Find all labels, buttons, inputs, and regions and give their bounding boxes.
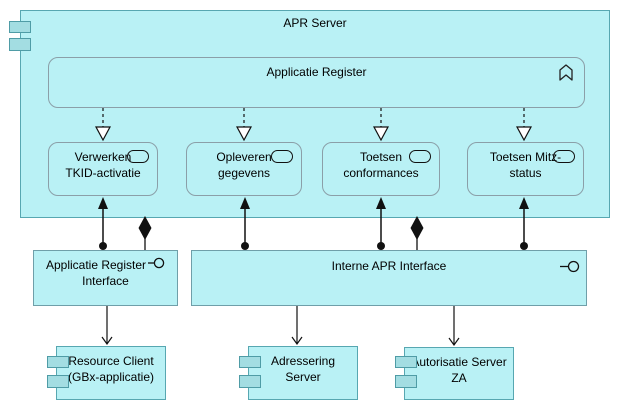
service-label-line2: conformances [343, 166, 419, 180]
serving-arrow[interactable] [291, 306, 303, 346]
node-service-opleveren-gegevens[interactable]: Opleveren gegevens [186, 142, 302, 196]
service-label-line2: status [509, 166, 542, 180]
node-applicatie-register-interface[interactable]: Applicatie Register Interface [33, 250, 178, 306]
component-label-line1: Autorisatie Server [411, 355, 507, 369]
component-label-line1: Adressering [270, 354, 336, 368]
application-service-icon [409, 150, 431, 163]
serving-arrow[interactable] [101, 306, 113, 346]
node-service-toetsen-conformances[interactable]: Toetsen conformances [322, 142, 440, 196]
applicatie-register-label: Applicatie Register [266, 65, 367, 79]
interface-icon [148, 257, 165, 273]
interface-label-line2: Interface [82, 274, 129, 288]
composition-diamond[interactable] [410, 216, 424, 250]
service-label-line2: gegevens [217, 166, 271, 180]
service-label-line2: TKID-activatie [65, 166, 141, 180]
node-adressering-server[interactable]: Adressering Server [248, 346, 358, 400]
service-label-line1: Opleveren [216, 150, 272, 164]
component-icon [395, 375, 417, 388]
application-service-icon [553, 150, 575, 163]
component-label-line2: ZA [451, 371, 467, 385]
component-label-line1: Resource Client [68, 354, 154, 368]
interface-icon [560, 260, 580, 278]
interface-label-line1: Applicatie Register [45, 258, 147, 272]
composition-diamond[interactable] [138, 216, 152, 250]
function-icon [557, 63, 575, 87]
service-label-line1: Toetsen Mitz- [489, 150, 562, 164]
interface-label: Interne APR Interface [331, 259, 447, 273]
component-icon [47, 356, 69, 368]
node-service-verwerken-tkid-activatie[interactable]: Verwerken TKID-activatie [48, 142, 158, 196]
component-label-line2: Server [285, 370, 321, 384]
component-icon [9, 38, 31, 51]
component-icon [239, 356, 261, 368]
component-icon [395, 356, 417, 368]
component-icon [9, 21, 31, 33]
serving-arrow[interactable] [448, 306, 460, 347]
node-resource-client[interactable]: Resource Client (GBx-applicatie) [56, 346, 166, 400]
node-applicatie-register[interactable]: Applicatie Register [48, 57, 585, 108]
component-icon [47, 375, 69, 388]
service-label-line1: Verwerken [74, 150, 132, 164]
node-interne-apr-interface[interactable]: Interne APR Interface [191, 250, 587, 306]
application-service-icon [127, 150, 149, 163]
component-icon [239, 375, 261, 388]
apr-server-label: APR Server [283, 16, 347, 30]
service-label-line1: Toetsen [359, 150, 403, 164]
application-service-icon [271, 150, 293, 163]
node-autorisatie-server-za[interactable]: Autorisatie Server ZA [404, 347, 514, 400]
component-label-line2: (GBx-applicatie) [67, 370, 155, 384]
node-service-toetsen-mitz-status[interactable]: Toetsen Mitz- status [467, 142, 584, 196]
